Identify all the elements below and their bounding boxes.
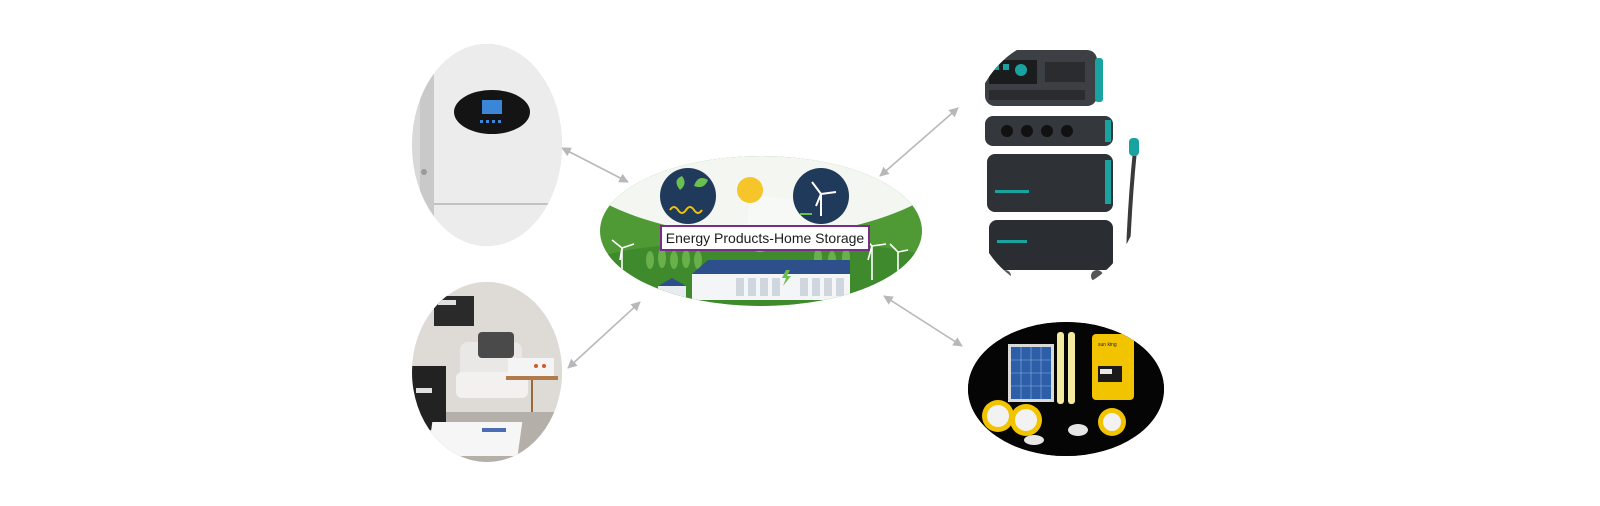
arrow-inverter — [561, 147, 629, 183]
power-station-module — [985, 50, 1103, 106]
leaf-energy-icon — [660, 168, 716, 224]
stacked-battery-system-photo — [965, 40, 1145, 290]
control-unit — [1092, 334, 1134, 400]
kit-brand-logo: sun king — [1098, 342, 1117, 348]
ac-socket-module — [985, 116, 1113, 146]
arrow-living-room — [567, 301, 641, 369]
hub-title: Energy Products-Home Storage — [660, 225, 870, 251]
arrow-solar-kit — [883, 295, 963, 347]
wind-turbine-icon — [793, 168, 849, 224]
arrow-stack — [879, 107, 959, 177]
solar-home-lighting-kit-photo: sun king — [968, 322, 1164, 456]
battery-module — [987, 154, 1113, 212]
wall-inverter-photo — [412, 44, 562, 246]
home-storage-living-room-photo — [412, 282, 562, 462]
portable-unit — [508, 358, 554, 376]
sun-icon — [737, 177, 763, 203]
solar-panel — [1008, 344, 1054, 402]
